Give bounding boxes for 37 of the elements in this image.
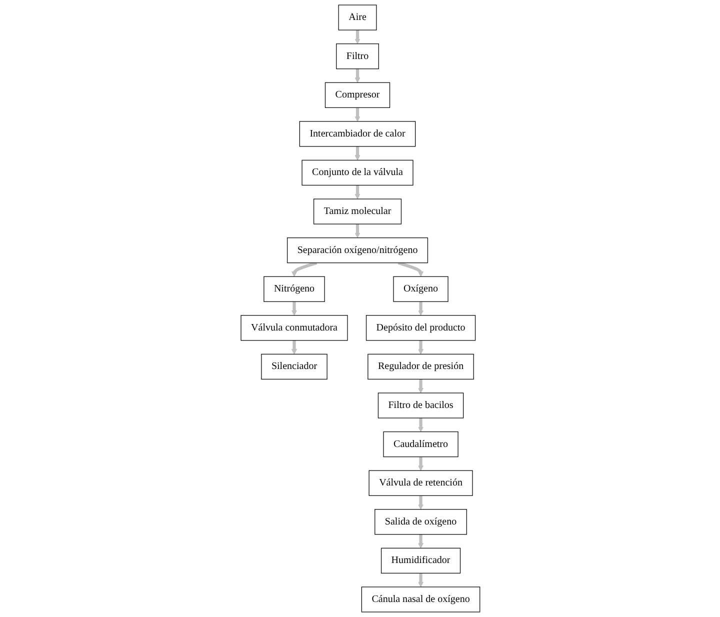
- node-box: Oxígeno: [392, 276, 448, 302]
- node-box: Compresor: [324, 82, 390, 108]
- arrow: [397, 261, 424, 277]
- node-box: Tamiz molecular: [313, 198, 402, 224]
- arrow: [418, 378, 424, 394]
- arrow: [354, 184, 360, 200]
- arrow: [418, 572, 424, 588]
- arrow: [418, 301, 424, 316]
- node-box: Filtro de bacilos: [377, 392, 464, 418]
- arrow: [354, 224, 360, 238]
- arrow: [354, 30, 360, 44]
- node-box: Separación oxígeno/nitrógeno: [286, 237, 428, 264]
- arrow: [418, 495, 424, 510]
- node-box: Nitrógeno: [263, 276, 324, 302]
- node-box: Válvula conmutadora: [240, 315, 348, 341]
- arrow: [291, 301, 297, 316]
- arrow: [354, 68, 360, 83]
- node-box: Depósito del producto: [366, 315, 476, 341]
- node-box: Salida de oxígeno: [374, 509, 467, 535]
- node-box: Cánula nasal de oxígeno: [360, 586, 480, 612]
- node-box: Válvula de retención: [368, 470, 472, 496]
- arrow: [354, 107, 360, 122]
- node-box: Humidificador: [380, 548, 460, 574]
- node-box: Intercambiador de calor: [298, 121, 416, 147]
- node-box: Filtro: [336, 44, 379, 70]
- arrow: [418, 340, 424, 354]
- node-box: Silenciador: [260, 354, 327, 380]
- node-box: Caudalímetro: [382, 431, 458, 458]
- arrow: [291, 261, 317, 277]
- arrow: [418, 456, 424, 471]
- arrow: [418, 418, 424, 432]
- node-box: Regulador de presión: [367, 354, 474, 380]
- arrow: [418, 534, 424, 548]
- node-box: Aire: [338, 4, 376, 30]
- arrow: [354, 146, 360, 160]
- arrow: [291, 340, 297, 354]
- node-box: Conjunto de la válvula: [301, 160, 413, 186]
